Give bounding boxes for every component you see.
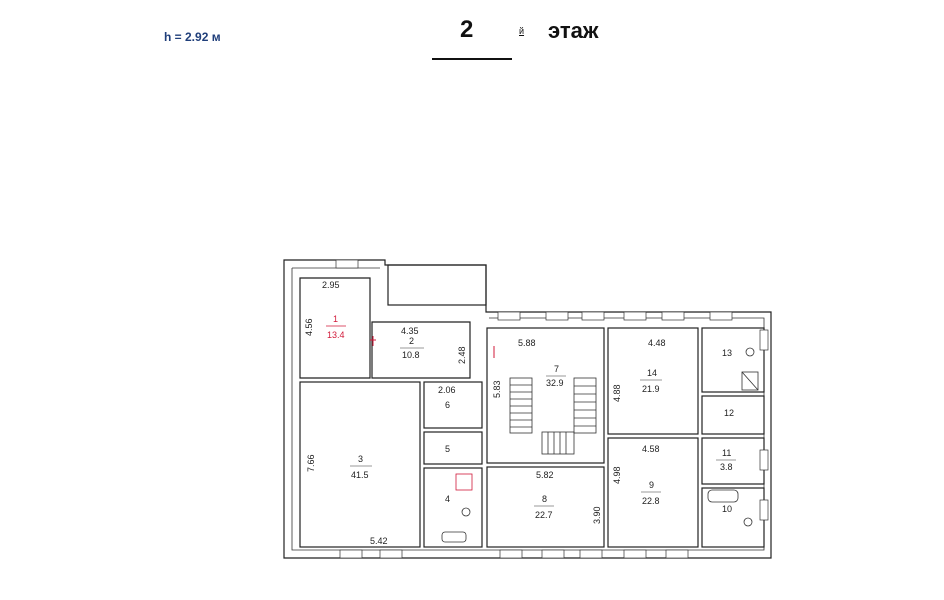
dimension-label: 4.35 (401, 326, 419, 336)
room-11-area: 3.8 (720, 462, 733, 472)
red-marks (370, 336, 495, 358)
room-2-area: 10.8 (402, 350, 420, 360)
room-6-walls (423, 381, 483, 429)
room-1-number: 1 (333, 314, 338, 324)
room-14-walls (607, 327, 699, 435)
dimension-label: 5.42 (370, 536, 388, 546)
room-9-walls (607, 437, 699, 548)
dimension-label: 4.56 (304, 318, 314, 336)
room-2-walls (371, 321, 471, 379)
room-5-walls (423, 431, 483, 465)
room-11-number: 11 (722, 448, 731, 458)
dimension-label: 7.66 (306, 454, 316, 472)
floor-word: этаж (548, 18, 599, 43)
room-2-number: 2 (409, 336, 414, 346)
room-13-walls (701, 327, 765, 393)
room-4-number: 4 (445, 494, 450, 504)
room-6-number: 6 (445, 400, 450, 410)
dimension-label: 2.06 (438, 385, 456, 395)
room-3-walls (299, 381, 421, 548)
room-10-number: 10 (722, 504, 732, 514)
room-8-area: 22.7 (535, 510, 553, 520)
floor-number: 2 (460, 16, 474, 43)
balcony-box (387, 264, 487, 306)
dimension-label: 5.83 (492, 380, 502, 398)
room-3-area: 41.5 (351, 470, 369, 480)
room-4-walls (423, 467, 483, 548)
dimension-label: 4.48 (648, 338, 666, 348)
dimension-label: 4.88 (612, 384, 622, 402)
room-7-area: 32.9 (546, 378, 564, 388)
dimension-label: 4.58 (642, 444, 660, 454)
room-8-walls (486, 466, 605, 548)
windows (335, 259, 769, 559)
room-7-number: 7 (554, 364, 559, 374)
outer-wall (283, 259, 772, 559)
room-12-walls (701, 395, 765, 435)
dimension-label: 4.98 (612, 466, 622, 484)
room-5-number: 5 (445, 444, 450, 454)
dimension-label: 5.82 (536, 470, 554, 480)
room-7-walls (486, 327, 605, 464)
dimension-label: 5.88 (518, 338, 536, 348)
room-14-area: 21.9 (642, 384, 660, 394)
room-10-walls (701, 487, 765, 548)
room-1-area: 13.4 (327, 330, 345, 340)
floor-number-underline (432, 58, 512, 60)
ceiling-height-label: h = 2.92 м (164, 30, 221, 44)
dimension-label: 2.95 (322, 280, 340, 290)
dimension-label: 3.90 (592, 506, 602, 524)
room-11-walls (701, 437, 765, 485)
room-9-area: 22.8 (642, 496, 660, 506)
room-8-number: 8 (542, 494, 547, 504)
room-1-walls (299, 277, 371, 379)
room-12-number: 12 (724, 408, 734, 418)
room-13-number: 13 (722, 348, 732, 358)
staircase (509, 377, 597, 455)
room-3-number: 3 (358, 454, 363, 464)
outer-wall-inner (291, 267, 765, 551)
floor-number-suffix: й (519, 26, 525, 36)
room-14-number: 14 (647, 368, 657, 378)
bath-fixtures (441, 347, 759, 543)
dimension-label: 2.48 (457, 346, 467, 364)
room-9-number: 9 (649, 480, 654, 490)
